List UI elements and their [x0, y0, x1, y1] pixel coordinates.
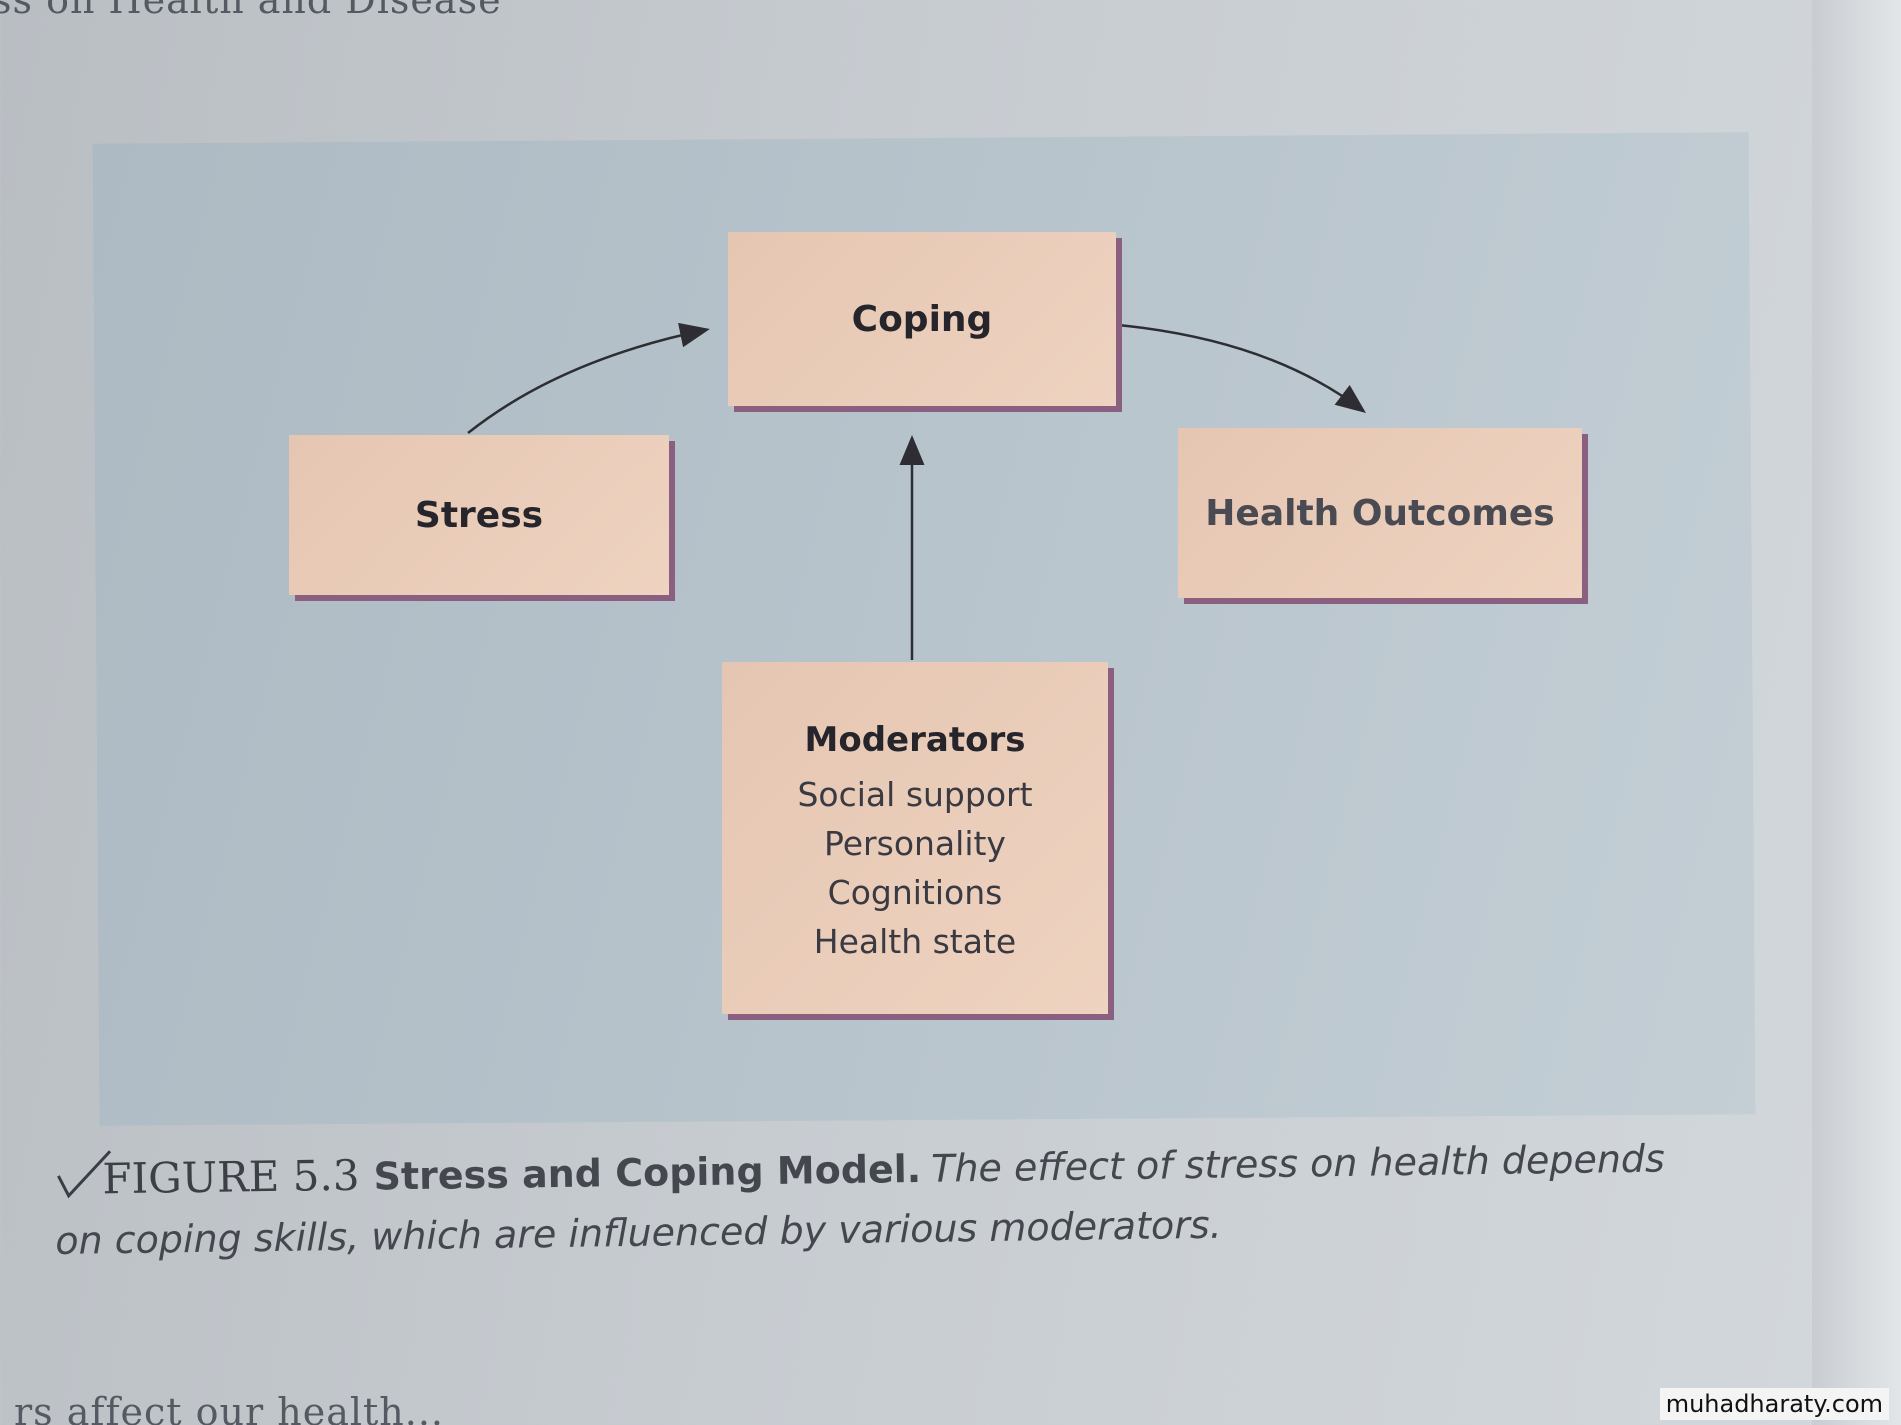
arrow-coping-to-health-outcomes	[1117, 323, 1366, 414]
moderator-item: Health state	[813, 922, 1017, 961]
node-stress: Stress	[289, 435, 669, 595]
node-moderators-title: Moderators	[804, 720, 1026, 760]
node-coping-label: Coping	[851, 298, 993, 340]
node-health-outcomes: Health Outcomes	[1178, 428, 1582, 598]
body-text-fragment: rs affect our health...	[14, 1390, 444, 1425]
watermark: muhadharaty.com	[1659, 1388, 1889, 1420]
arrow-stress-to-coping	[467, 322, 710, 434]
checkmark-icon	[57, 1150, 112, 1199]
running-header: ss on Health and Disease	[0, 0, 502, 22]
node-health-outcomes-label: Health Outcomes	[1205, 492, 1555, 534]
moderator-item: Cognitions	[827, 873, 1003, 912]
figure-title: Stress and Coping Model.	[373, 1146, 922, 1199]
node-moderators: Moderators Social support Personality Co…	[722, 662, 1108, 1014]
node-coping: Coping	[728, 232, 1116, 406]
page-edge-shade	[1812, 0, 1901, 1425]
moderator-item: Social support	[797, 775, 1033, 814]
moderator-item: Personality	[824, 824, 1006, 863]
node-stress-label: Stress	[414, 494, 544, 536]
figure-label: FIGURE 5.3	[102, 1150, 360, 1204]
